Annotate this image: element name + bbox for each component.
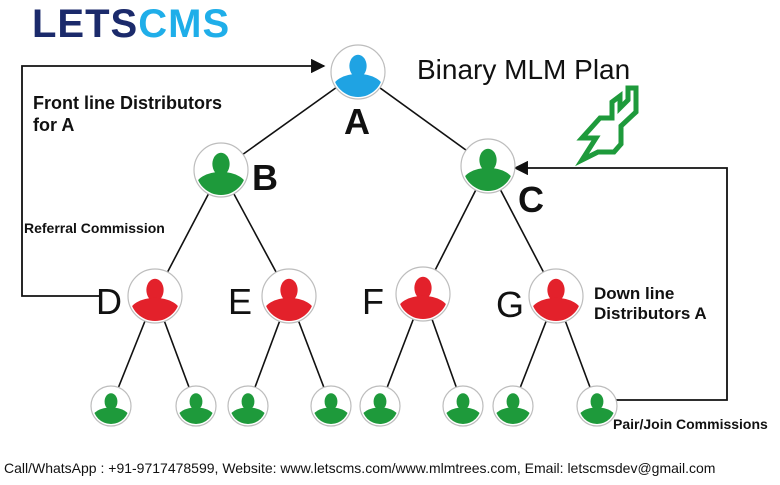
referral-arrow (21, 58, 326, 297)
node-label-f: F (362, 281, 384, 322)
node-d2 (175, 385, 217, 427)
plan-title: Binary MLM Plan (417, 54, 631, 85)
node-a (330, 44, 386, 100)
front-line-label: Front line Distributors for A (33, 93, 222, 135)
node-e2 (310, 385, 352, 427)
node-b (193, 142, 249, 198)
node-label-c: C (518, 179, 544, 220)
pair-join-label: Pair/Join Commissions (613, 416, 768, 432)
node-label-e: E (228, 281, 253, 322)
tree-nodes (90, 44, 618, 427)
node-label-d: D (96, 281, 122, 322)
node-e (261, 268, 317, 324)
node-g1 (492, 385, 534, 427)
node-f2 (442, 385, 484, 427)
node-f1 (359, 385, 401, 427)
node-d (127, 268, 183, 324)
node-label-g: G (496, 284, 525, 325)
edge-A-B (220, 71, 359, 171)
node-label-a: A (344, 101, 370, 142)
node-d1 (90, 385, 132, 427)
node-g (528, 268, 584, 324)
logo-part-cms: CMS (138, 2, 231, 46)
node-label-b: B (252, 157, 278, 198)
pair-join-arrow (513, 160, 728, 401)
node-g2 (576, 385, 618, 427)
node-f (395, 266, 451, 322)
node-e1 (227, 385, 269, 427)
contact-footer: Call/WhatsApp : +91-9717478599, Website:… (4, 460, 716, 476)
logo-part-lets: LETS (32, 2, 139, 46)
referral-commission-label: Referral Commission (24, 220, 165, 236)
green-arrow-icon (575, 85, 639, 167)
letscms-logo: LETSCMS (32, 4, 230, 44)
down-line-label: Down line Distributors A (594, 284, 707, 323)
node-c (460, 138, 516, 194)
